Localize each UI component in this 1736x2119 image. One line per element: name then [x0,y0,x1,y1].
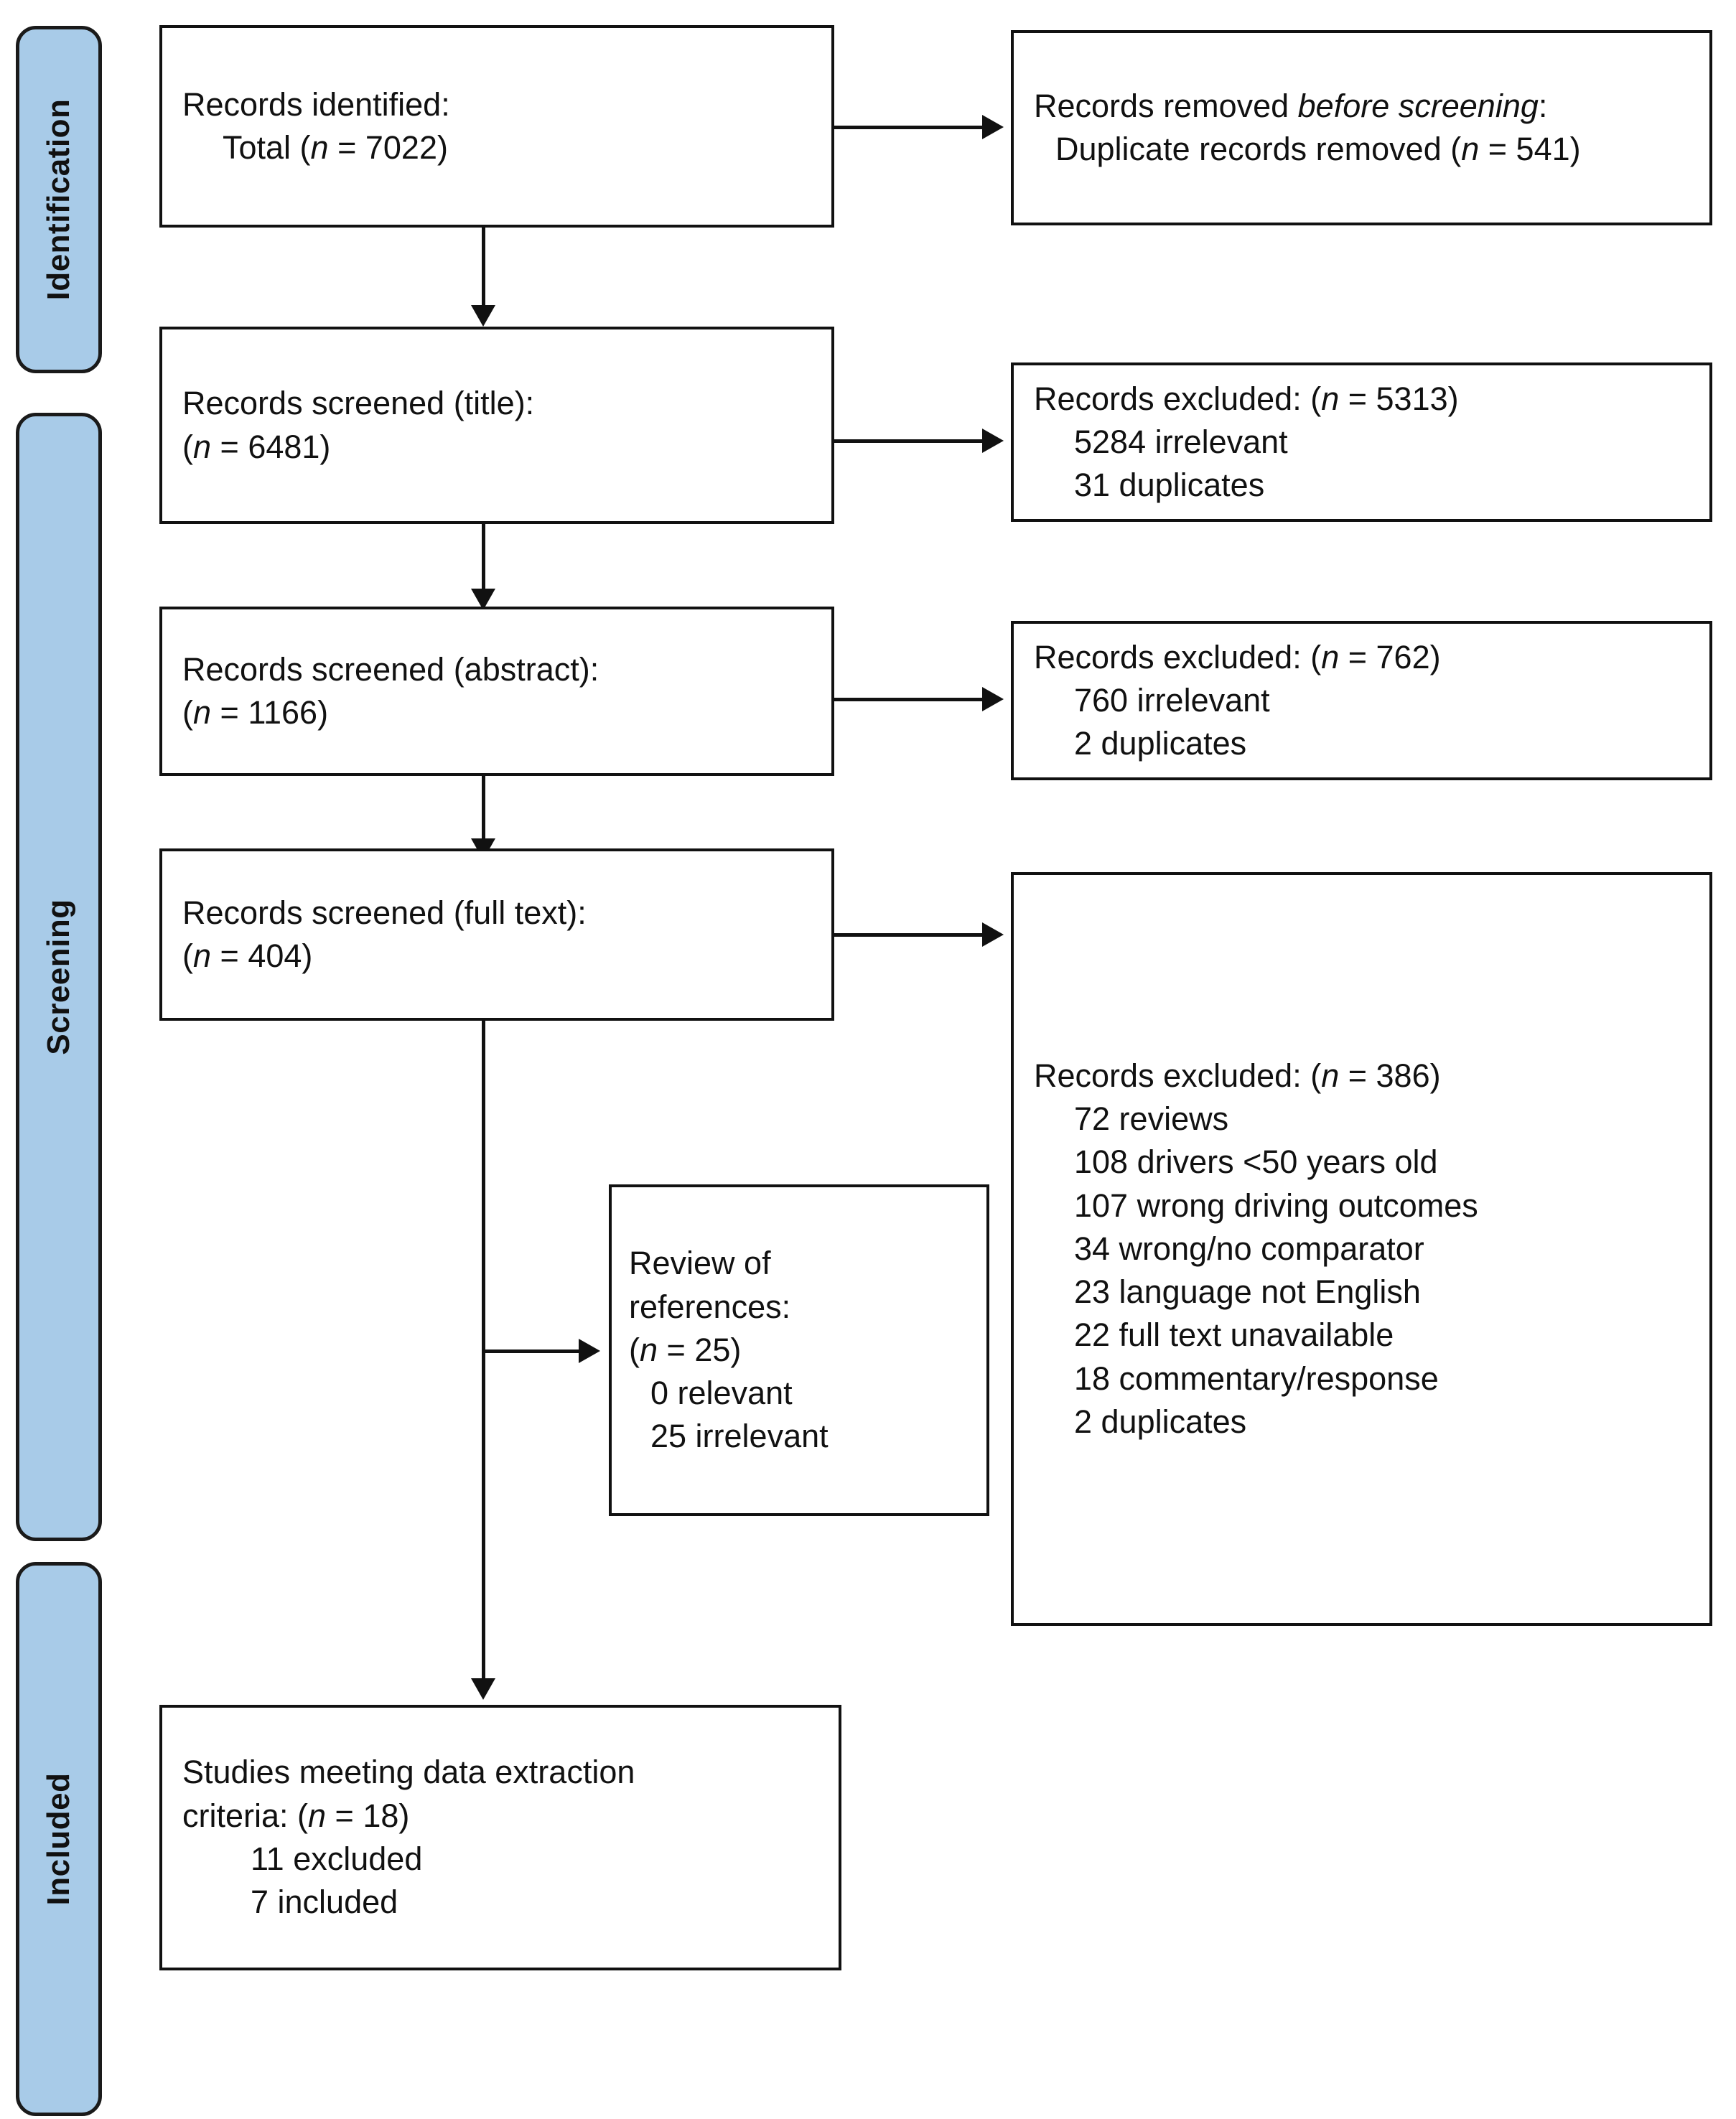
screened-abstract-line2: (n = 1166) [182,691,811,734]
box-studies-included: Studies meeting data extraction criteria… [159,1705,841,1970]
arrow-stem-to-review-of-references [579,1339,600,1363]
connector-title-to-excluded [834,439,985,443]
excluded-title-reason-2: 31 duplicates [1074,467,1265,504]
excluded-title-value: = 5313) [1339,380,1459,417]
duplicate-removed-label: Duplicate records removed ( [1055,131,1462,167]
box-records-identified: Records identified: Total (n = 7022) [159,25,834,228]
arrow-abstract-to-excluded [982,687,1004,711]
records-removed-line1: Records removed before screening: [1034,85,1689,128]
records-identified-n-symbol: n [310,129,329,166]
excluded-title-n-symbol: n [1321,380,1340,417]
duplicate-removed-n-symbol: n [1461,131,1480,167]
review-of-references-line2: references: [629,1288,791,1325]
box-records-screened-title: Records screened (title): (n = 6481) [159,327,834,524]
review-of-references-paren-open: ( [629,1331,640,1368]
excluded-fulltext-reason-3: 107 wrong driving outcomes [1074,1187,1478,1224]
box-records-excluded-fulltext: Records excluded: (n = 386) 72 reviews 1… [1011,872,1712,1626]
arrow-identified-to-title [471,305,495,327]
records-removed-line2: Duplicate records removed (n = 541) [1034,128,1689,171]
stage-band-included-label: Included [41,1772,76,1906]
records-identified-line1: Records identified: [182,85,450,123]
excluded-abstract-n-symbol: n [1321,638,1340,675]
connector-fulltext-to-excluded [834,933,985,937]
screened-title-line2: (n = 6481) [182,426,811,469]
studies-included-n-symbol: n [308,1797,327,1834]
excluded-fulltext-value: = 386) [1339,1057,1441,1094]
records-identified-total-value: = 7022) [328,129,448,166]
stage-band-screening-label: Screening [41,899,76,1055]
excluded-abstract-value: = 762) [1339,638,1441,675]
box-records-excluded-title: Records excluded: (n = 5313) 5284 irrele… [1011,362,1712,522]
excluded-abstract-line1: Records excluded: (n = 762) [1034,636,1689,679]
screened-fulltext-value: = 404) [211,937,313,974]
connector-stem-to-review-of-references [482,1349,582,1353]
arrow-fulltext-to-included [471,1678,495,1700]
excluded-abstract-reason-2: 2 duplicates [1074,725,1247,762]
connector-title-to-abstract [482,524,485,596]
excluded-abstract-reason-1: 760 irrelevant [1074,681,1270,719]
studies-included-included-count: 7 included [251,1884,398,1921]
excluded-fulltext-reason-2: 108 drivers <50 years old [1074,1143,1438,1181]
screened-fulltext-line2: (n = 404) [182,935,811,978]
duplicate-removed-value: = 541) [1479,131,1581,167]
screened-fulltext-paren-open: ( [182,937,193,974]
stage-band-included: Included [16,1562,102,2116]
box-review-of-references: Review of references: (n = 25) 0 relevan… [609,1184,989,1516]
screened-abstract-line1: Records screened (abstract): [182,650,599,688]
stage-band-identification-label: Identification [41,98,76,301]
excluded-title-line1: Records excluded: (n = 5313) [1034,378,1689,421]
screened-abstract-n-symbol: n [193,694,212,731]
review-of-references-line1: Review of [629,1245,771,1282]
studies-included-line2: criteria: (n = 18) [182,1795,818,1838]
box-records-removed-before-screening: Records removed before screening: Duplic… [1011,30,1712,225]
box-records-screened-fulltext: Records screened (full text): (n = 404) [159,848,834,1021]
excluded-fulltext-prefix: Records excluded: ( [1034,1057,1322,1094]
screened-abstract-value: = 1166) [211,694,329,731]
arrow-title-to-excluded [982,429,1004,453]
review-of-references-irrelevant: 25 irrelevant [650,1418,829,1455]
stage-band-identification: Identification [16,26,102,373]
excluded-fulltext-reason-4: 34 wrong/no comparator [1074,1230,1424,1267]
studies-included-criteria-label: criteria: ( [182,1797,309,1834]
excluded-fulltext-reason-6: 22 full text unavailable [1074,1316,1394,1354]
excluded-fulltext-line1: Records excluded: (n = 386) [1034,1054,1689,1098]
records-removed-emphasis: before screening [1297,87,1539,124]
connector-abstract-to-excluded [834,698,985,701]
studies-included-line1: Studies meeting data extraction [182,1754,635,1791]
records-removed-colon: : [1538,87,1548,124]
excluded-fulltext-reason-1: 72 reviews [1074,1100,1229,1137]
screened-title-n-symbol: n [193,428,212,465]
screened-fulltext-line1: Records screened (full text): [182,894,587,931]
records-identified-line2: Total (n = 7022) [182,126,811,169]
excluded-title-prefix: Records excluded: ( [1034,380,1322,417]
stage-band-screening: Screening [16,413,102,1541]
excluded-fulltext-reason-5: 23 language not English [1074,1273,1421,1311]
arrow-fulltext-to-excluded [982,922,1004,947]
screened-title-value: = 6481) [211,428,331,465]
arrow-identified-to-removed [982,115,1004,139]
screened-fulltext-n-symbol: n [193,937,212,974]
excluded-fulltext-reason-7: 18 commentary/response [1074,1360,1439,1397]
connector-identified-to-title [482,226,485,309]
excluded-fulltext-reason-8: 2 duplicates [1074,1403,1247,1441]
screened-abstract-paren-open: ( [182,694,193,731]
box-records-screened-abstract: Records screened (abstract): (n = 1166) [159,607,834,776]
review-of-references-n-symbol: n [640,1331,658,1368]
excluded-abstract-prefix: Records excluded: ( [1034,638,1322,675]
box-records-excluded-abstract: Records excluded: (n = 762) 760 irreleva… [1011,621,1712,780]
records-removed-prefix: Records removed [1034,87,1298,124]
review-of-references-line3: (n = 25) [629,1329,969,1372]
screened-title-line1: Records screened (title): [182,385,535,422]
excluded-title-reason-1: 5284 irrelevant [1074,423,1288,460]
review-of-references-value: = 25) [658,1331,742,1368]
studies-included-value: = 18) [326,1797,410,1834]
excluded-fulltext-n-symbol: n [1321,1057,1340,1094]
screened-title-paren-open: ( [182,428,193,465]
records-identified-total-label: Total ( [223,129,311,166]
connector-abstract-to-fulltext [482,775,485,847]
studies-included-excluded-count: 11 excluded [251,1840,423,1877]
connector-identified-to-removed [834,126,985,129]
review-of-references-relevant: 0 relevant [650,1375,793,1412]
